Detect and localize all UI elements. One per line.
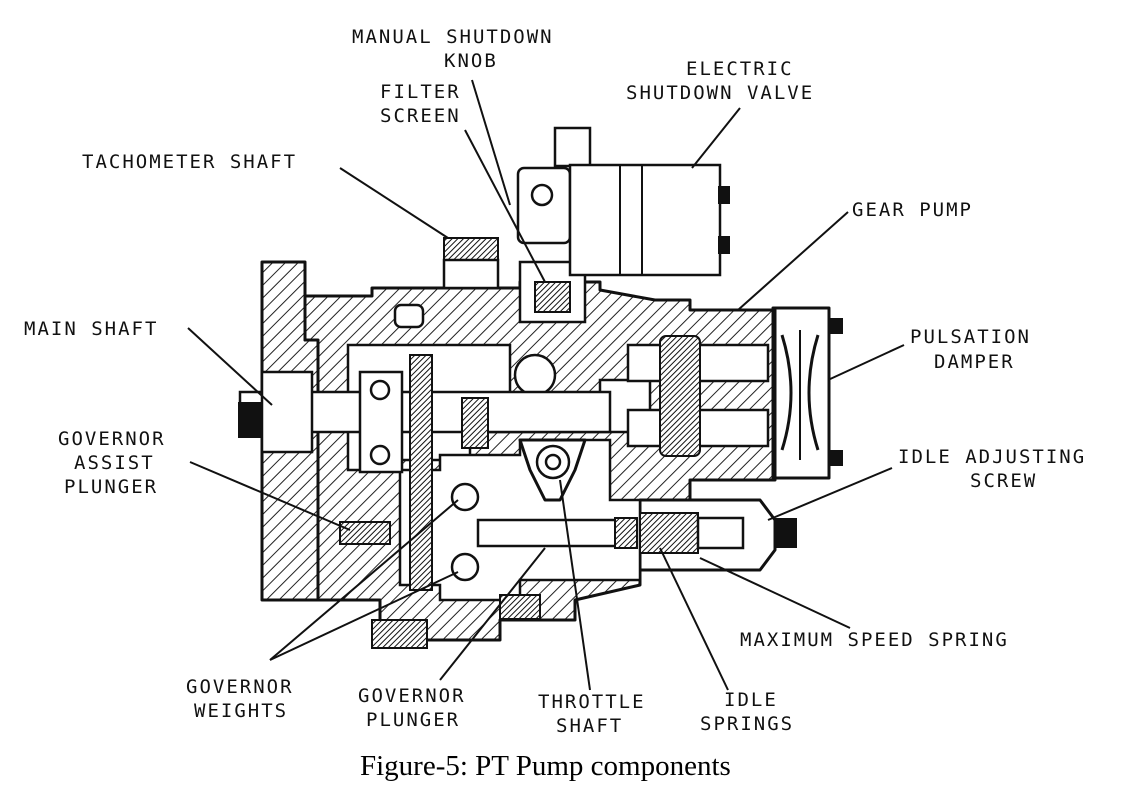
throttle-shaft-part xyxy=(518,438,587,502)
housing-port xyxy=(393,303,425,329)
label-governor-assist-plunger-line3: PLUNGER xyxy=(64,476,158,498)
label-pulsation-damper-line2: DAMPER xyxy=(934,351,1015,373)
main-shaft-coupling xyxy=(260,370,314,454)
damper-bolt-top xyxy=(829,318,843,334)
leader-idle-adjusting-screw xyxy=(767,467,893,521)
leader-electric-shutdown-valve xyxy=(691,107,741,169)
damper-bolt-bottom xyxy=(829,450,843,466)
label-pulsation-damper-line1: PULSATION xyxy=(910,326,1031,348)
label-electric-shutdown-valve-line2: SHUTDOWN VALVE xyxy=(626,82,814,104)
label-throttle-shaft-line2: SHAFT xyxy=(556,715,623,737)
top-features xyxy=(442,126,730,324)
assist-plunger-part xyxy=(339,521,391,545)
label-governor-weights-line1: GOVERNOR xyxy=(186,676,294,698)
part-labels: MANUAL SHUTDOWN KNOB ELECTRIC SHUTDOWN V… xyxy=(24,26,1086,737)
leader-governor-weights-a xyxy=(269,499,459,661)
label-main-shaft: MAIN SHAFT xyxy=(24,318,158,340)
label-idle-springs-line1: IDLE xyxy=(724,689,778,711)
leader-maximum-speed-spring xyxy=(699,557,851,629)
plunger-button xyxy=(614,517,638,549)
drive-gear xyxy=(409,354,433,591)
valve-fitting xyxy=(553,126,592,168)
label-filter-screen-line2: SCREEN xyxy=(380,105,461,127)
label-idle-springs-line2: SPRINGS xyxy=(700,713,794,735)
label-governor-plunger-line1: GOVERNOR xyxy=(358,685,466,707)
tachometer-drive-gear xyxy=(461,397,489,449)
main-shaft-part xyxy=(238,354,612,591)
gear-pump-gears xyxy=(659,335,701,457)
main-shaft-nut xyxy=(238,402,262,438)
electric-shutdown-valve-part xyxy=(568,163,722,277)
leader-manual-shutdown-knob xyxy=(471,79,511,206)
governor-weight-lower xyxy=(450,552,480,582)
label-tachometer-shaft: TACHOMETER SHAFT xyxy=(82,151,297,173)
idle-adjusting-screw-part xyxy=(775,518,797,548)
figure-caption: Figure-5: PT Pump components xyxy=(360,750,731,782)
label-filter-screen-line1: FILTER xyxy=(380,81,461,103)
label-governor-plunger-line2: PLUNGER xyxy=(366,709,460,731)
tachometer-housing xyxy=(442,258,500,290)
bottom-plug xyxy=(371,619,428,649)
label-idle-adjusting-screw-line2: SCREW xyxy=(970,470,1037,492)
max-speed-spring-part xyxy=(696,516,745,550)
label-governor-weights-line2: WEIGHTS xyxy=(194,700,288,722)
label-idle-adjusting-screw-line1: IDLE ADJUSTING xyxy=(898,446,1086,468)
label-manual-shutdown-knob-line1: MANUAL SHUTDOWN xyxy=(352,26,554,48)
idle-springs-part xyxy=(639,512,699,554)
label-maximum-speed-spring: MAXIMUM SPEED SPRING xyxy=(740,629,1009,651)
label-governor-assist-plunger-line2: ASSIST xyxy=(74,452,155,474)
leader-gear-pump xyxy=(737,211,849,311)
label-electric-shutdown-valve-line1: ELECTRIC xyxy=(686,58,794,80)
label-governor-assist-plunger-line1: GOVERNOR xyxy=(58,428,166,450)
leader-throttle-shaft xyxy=(559,479,591,691)
leader-idle-springs xyxy=(659,547,729,691)
leader-tachometer-shaft xyxy=(339,167,449,239)
leader-governor-assist-plunger xyxy=(189,461,351,531)
pulsation-damper-part xyxy=(771,306,843,480)
governor-weight-upper xyxy=(450,482,480,512)
label-gear-pump: GEAR PUMP xyxy=(852,199,973,221)
leader-filter-screen xyxy=(464,129,546,283)
leader-governor-weights-b xyxy=(269,571,459,661)
label-throttle-shaft-line1: THROTTLE xyxy=(538,691,646,713)
gear-pump-assembly xyxy=(626,335,770,457)
leader-pulsation-damper xyxy=(827,344,905,381)
leader-main-shaft xyxy=(187,327,273,406)
tachometer-shaft-part xyxy=(443,237,499,261)
filter-screen-part xyxy=(534,281,571,313)
governor-plunger-part xyxy=(476,518,620,548)
housing-bore xyxy=(513,353,557,397)
leader-lines xyxy=(187,79,905,691)
label-manual-shutdown-knob-line2: KNOB xyxy=(444,50,498,72)
leader-governor-plunger xyxy=(439,547,546,681)
bottom-fitting xyxy=(499,594,541,620)
governor-assembly xyxy=(339,482,797,582)
